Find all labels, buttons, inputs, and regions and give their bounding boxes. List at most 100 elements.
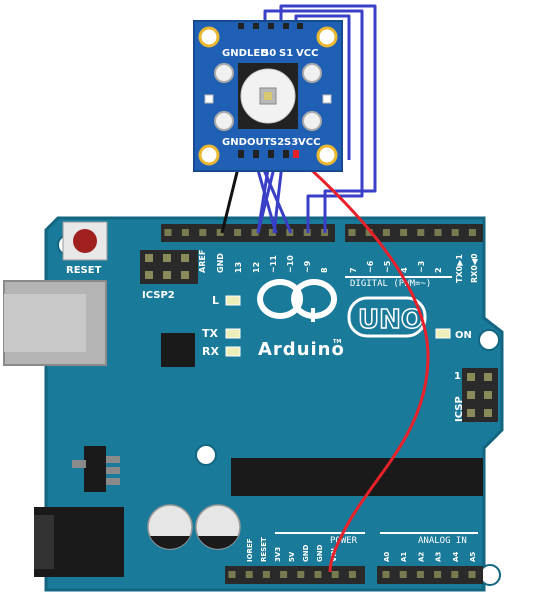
header-pin <box>400 229 408 236</box>
digital-pin-label: GND <box>216 253 225 273</box>
digital-pin-label: 13 <box>234 262 243 273</box>
led-on-label: ON <box>455 330 472 341</box>
reset-label: RESET <box>66 265 102 276</box>
arduino-logo <box>257 279 337 322</box>
led-rx <box>225 346 241 357</box>
analog-pin-label: A0 <box>383 552 391 562</box>
digital-pin-label: 7 <box>349 267 358 273</box>
header-pin <box>268 229 276 236</box>
header-pin <box>164 229 172 236</box>
digital-pin-label: 4 <box>400 267 409 273</box>
tx0-label: TX0▶1 <box>455 254 464 283</box>
header-pin <box>434 571 442 578</box>
sensor-top-pin-label: LED <box>247 48 269 59</box>
sensor-mounting-hole <box>198 26 220 48</box>
header-pin <box>234 229 242 236</box>
model-name: UNO <box>358 305 423 335</box>
power-pin-label: GND <box>316 544 324 562</box>
sensor-bottom-pin-label: GND <box>222 137 247 148</box>
header-pin <box>417 229 425 236</box>
icsp-label: ICSP <box>454 396 465 422</box>
sensor-bottom-pins <box>238 150 299 158</box>
model-badge <box>347 296 427 338</box>
header-pin <box>348 571 356 578</box>
wire-s1-to-pin9 <box>263 9 364 233</box>
header-pin <box>468 571 476 578</box>
header-pin <box>181 229 189 236</box>
analog-pin-label: A4 <box>452 552 460 562</box>
analog-label: ANALOG IN <box>418 536 467 546</box>
brand-tm: TM <box>333 339 341 345</box>
analog-pin-label: A2 <box>417 552 425 562</box>
wire-vcc-to-5v <box>295 154 430 573</box>
header-pin <box>314 571 322 578</box>
header-pin <box>262 571 270 578</box>
sensor-top-pin-label: S0 <box>262 48 276 59</box>
analog-pin-label: A3 <box>435 552 443 562</box>
usb-chip <box>161 333 195 367</box>
sensor-bottom-pin-label: S3 <box>284 137 298 148</box>
header-pin <box>399 571 407 578</box>
power-pin-label: GND <box>302 544 310 562</box>
digital-label: DIGITAL (PWM=~) <box>350 279 431 289</box>
bottom-header-pins <box>228 571 476 578</box>
header-pin <box>199 229 207 236</box>
capacitor <box>195 504 241 550</box>
digital-header-left <box>161 224 335 242</box>
digital-pin-label: 12 <box>252 262 261 273</box>
power-jack-front <box>34 515 54 569</box>
sensor-mounting-hole <box>316 26 338 48</box>
power-pin-label: RESET <box>260 537 268 562</box>
led-rx-label: RX <box>202 345 219 358</box>
header-pin <box>382 229 390 236</box>
capacitor <box>147 504 193 550</box>
header-pin <box>365 229 373 236</box>
digital-pin-label: ~9 <box>303 260 312 273</box>
digital-pin-label: 8 <box>320 267 329 273</box>
digital-pin-label: AREF <box>198 250 207 273</box>
led-l-label: L <box>212 294 219 307</box>
rx0-label: RX0◀0 <box>470 253 479 283</box>
icsp2-label: ICSP2 <box>142 290 175 301</box>
voltage-regulator <box>72 446 120 492</box>
header-pin <box>434 229 442 236</box>
tx-rx-pin-labels: TX0▶1 RX0◀0 <box>455 253 479 283</box>
power-pin-label: 3V3 <box>274 547 282 562</box>
header-pin <box>251 229 259 236</box>
analog-header <box>377 566 483 584</box>
header-pin <box>216 229 224 236</box>
power-pin-label: IOREF <box>246 538 254 562</box>
header-pin <box>468 229 476 236</box>
sensor-led <box>302 111 322 131</box>
digital-pin-label: ~6 <box>366 260 375 273</box>
digital-pin-label: 2 <box>434 267 443 273</box>
icsp-pin1-label: 1 <box>454 371 461 382</box>
header-pin <box>416 571 424 578</box>
mounting-hole <box>478 329 500 351</box>
header-pin <box>280 571 288 578</box>
board-body <box>44 216 504 592</box>
digital-pin-label: ~10 <box>286 255 295 273</box>
sensor-bottom-pin-label: S2 <box>270 137 284 148</box>
power-label: POWER <box>330 536 358 546</box>
header-pin <box>331 571 339 578</box>
led-tx-label: TX <box>202 327 219 340</box>
brand-name: Arduino <box>258 339 345 360</box>
icsp2-header <box>140 250 198 284</box>
led-l <box>225 295 241 306</box>
power-pin-label: 5V <box>288 551 296 562</box>
icsp-header <box>462 368 498 422</box>
digital-pin-label: ~11 <box>269 255 278 273</box>
sensor-led <box>214 63 234 83</box>
header-pin <box>348 229 356 236</box>
sensor-bottom-pin-label: VCC <box>298 137 320 148</box>
mounting-hole <box>195 444 217 466</box>
analog-pin-label: A1 <box>400 552 408 562</box>
reset-button-cap[interactable] <box>73 229 97 253</box>
sensor-led <box>302 63 322 83</box>
